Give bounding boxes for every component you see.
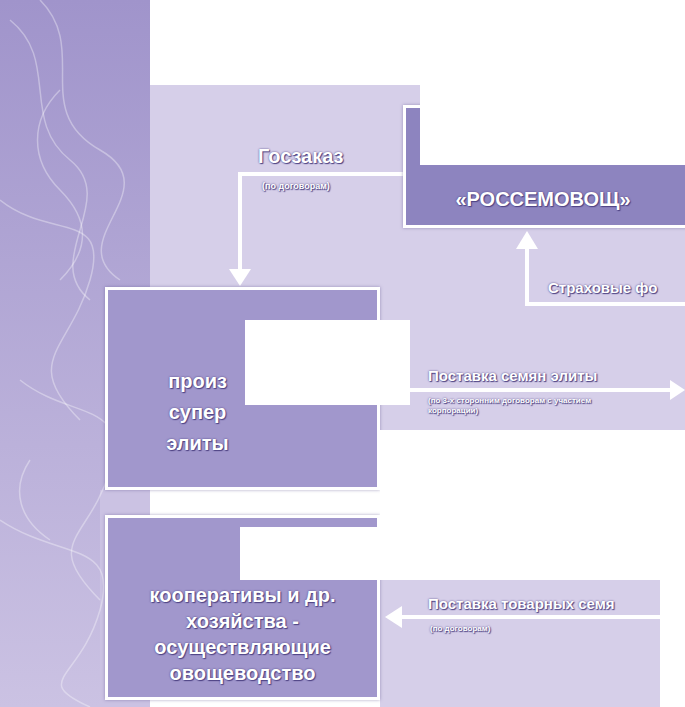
order-arrow (229, 174, 403, 286)
arrowhead (670, 380, 685, 400)
note-text: (по договорам) (430, 624, 490, 634)
mask (245, 320, 410, 405)
note-text: (по договорам) (262, 181, 330, 192)
flow-arrows (386, 246, 685, 617)
elite-supply-arrow (386, 388, 674, 392)
flow-label: Поставка товарных семя (428, 595, 615, 614)
edge-label: Госзаказ (258, 145, 344, 168)
note-text: (по 3-х сторонним договорам с участием к… (428, 396, 598, 416)
mask (240, 527, 660, 580)
arrowhead (516, 231, 538, 249)
arrowhead (385, 606, 402, 628)
arrowhead (229, 269, 251, 286)
insurance-arrow (527, 246, 685, 304)
box-text: кооперативы и др. хозяйства - осуществля… (116, 582, 369, 686)
flow-label: Поставка семян элиты (428, 367, 597, 386)
box-text: произ супер элиты (150, 366, 245, 459)
producer-box: произ супер элиты (105, 287, 380, 490)
organization-box: «РОССЕМОВОЩ» (403, 105, 685, 228)
mask (380, 430, 685, 527)
flow-label: Страховые фо (548, 279, 657, 298)
panel (380, 580, 660, 707)
farm-box: кооперативы и др. хозяйства - осуществля… (105, 515, 380, 700)
connector-line (240, 174, 403, 273)
box-text: «РОССЕМОВОЩ» (455, 187, 630, 211)
mask (660, 580, 685, 707)
arrowheads (385, 231, 685, 628)
mask (420, 85, 685, 165)
commodity-supply-arrow (400, 615, 685, 619)
mask (150, 0, 685, 85)
